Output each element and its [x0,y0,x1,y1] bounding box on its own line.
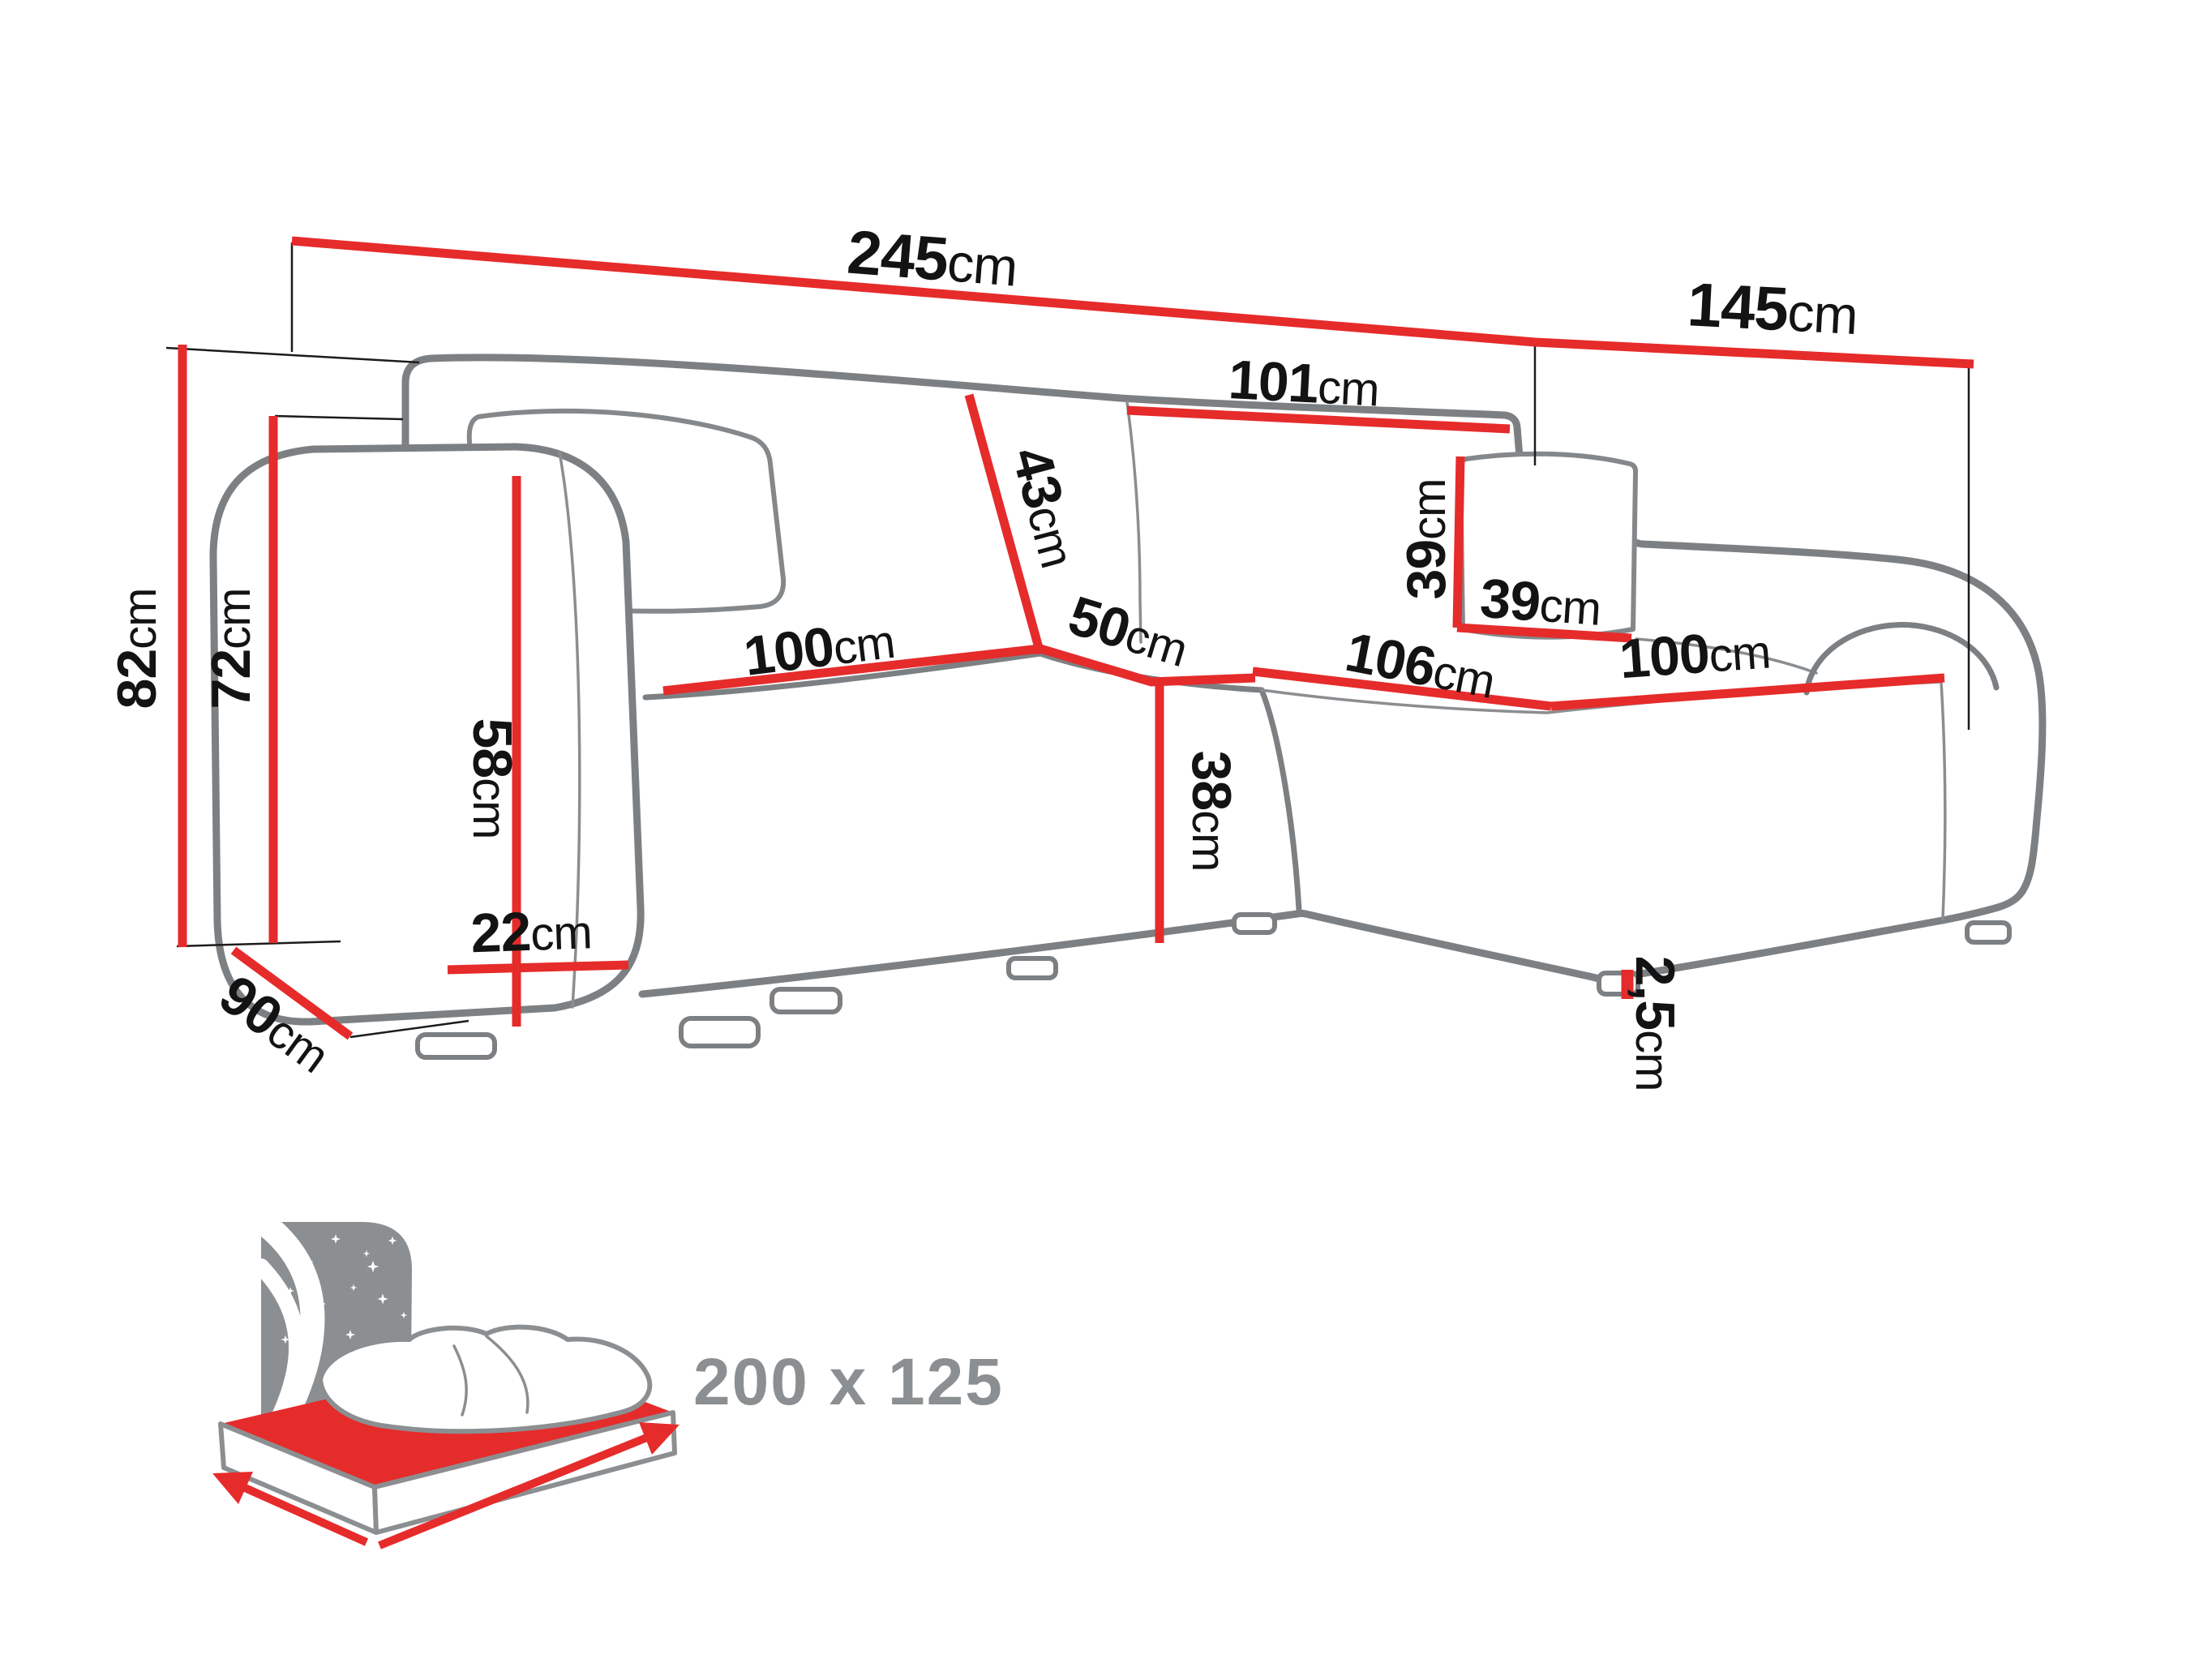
seat-front-edge [642,650,1044,701]
left-armrest-body [209,443,645,1026]
dim-armrest-width-line [447,960,629,975]
dim-chaise-width-line [1550,673,1945,711]
extension-line [176,940,341,948]
sleeping-function-icon: 200 x 125 [212,1214,1004,1550]
moon-crescent-icon [255,1214,325,1426]
dim-seat-height-label: 38cm [1181,751,1242,872]
dim-chaise-width-label: 100cm [1618,618,1773,690]
dim-right-depth-label: 145cm [1686,270,1859,348]
extension-line [165,346,420,364]
sofa-feet [415,912,2012,1060]
dim-pillow-height-line [1452,456,1465,628]
dim-side-depth-line [230,946,354,1040]
duvet-and-pillows [318,1324,653,1434]
dim-seat-front-width-line [662,644,1041,696]
sofa-foot [1232,912,1277,935]
sofa-foot [1006,956,1058,980]
bed-size-arrows [212,1422,679,1550]
dim-backrest-height-label: 72cm [200,589,262,709]
chaise-seat-left-edge [1260,688,1549,714]
sofa-foot [769,987,842,1014]
backrest-seam [1125,401,1142,644]
extension-line [349,1019,469,1039]
chaise-left-face-edge [1258,687,1302,913]
arrow-right-head [639,1422,679,1455]
chaise-seat-back-edge [1635,637,1818,675]
dim-pillow-width-line [1456,623,1632,643]
dim-corner-seat-depth-line [1039,644,1256,687]
dim-pillow-width-label: 39cm [1478,568,1603,637]
chaise-right-face-seam [1940,680,1947,920]
dim-total-width-label: 245cm [845,217,1020,299]
dim-armrest-height-label: 58cm [461,718,523,839]
left-armrest [209,443,645,1026]
dimension-labels: 245cm 145cm 101cm 82cm 72cm 58cm 22cm 90… [106,217,1859,1091]
dim-backrest-cushion-line [964,393,1045,655]
dim-seat-front-width-label: 100cm [740,608,898,688]
dim-overall-height-label: 82cm [106,589,168,709]
dim-backrest-top-width-label: 101cm [1227,349,1381,418]
dim-chaise-length-line [1252,667,1552,711]
dim-right-depth-line [1534,337,1974,369]
dim-armrest-width-label: 22cm [469,898,593,964]
sleeping-area-size: 200 x 125 [693,1345,1004,1419]
duvet-fold-seam [485,1335,529,1414]
extension-line [274,414,404,421]
dim-total-width-line [291,236,1536,347]
duvet-fold-seam [452,1344,468,1417]
dim-backrest-top-width-line [1126,405,1511,434]
sofa-foot [1965,920,2012,945]
arrow-left-head [212,1472,253,1504]
left-armrest-seam [558,451,581,1009]
dim-leg-height-label: 2,5cm [1624,956,1686,1091]
mattress-right-face [372,1410,677,1535]
dim-chaise-length-label: 106cm [1340,621,1500,710]
sofa-foot [679,1016,761,1048]
arrow-left-icon [241,1483,369,1546]
sofa-bottom-outline [638,910,1947,998]
sofa-foot [415,1032,497,1060]
dimension-lines [178,236,1974,1040]
dim-pillow-height-label: 39cm [1395,479,1457,600]
right-armrest-endcap-arc [1803,622,2000,696]
extension-lines [165,242,1970,1039]
arrow-right-icon [378,1433,650,1550]
